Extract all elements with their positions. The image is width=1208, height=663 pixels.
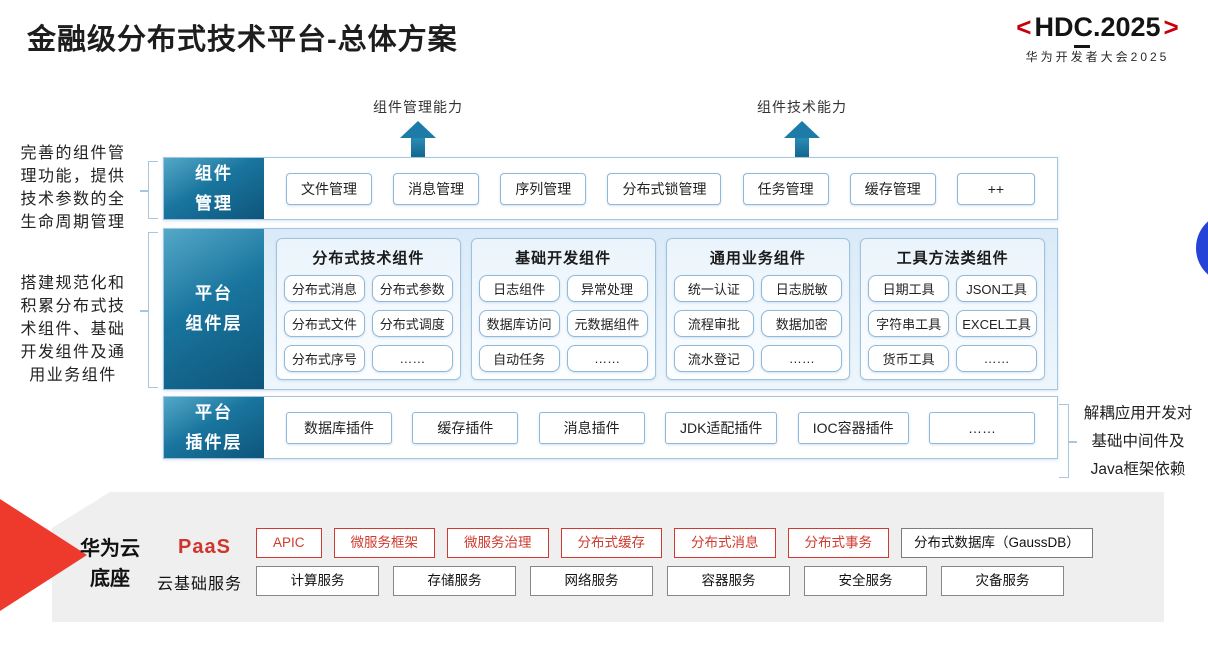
component-group: 工具方法类组件 日期工具 JSON工具 字符串工具 EXCEL工具 货币工具 (860, 238, 1045, 380)
component-mgmt-item: 任务管理 (742, 172, 829, 205)
gaussdb-item: 分布式数据库（GaussDB） (901, 528, 1093, 558)
bracket-left-bottom (140, 232, 158, 388)
component-group: 基础开发组件 日志组件 异常处理 数据库访问 元数据组件 自动任务 (470, 238, 656, 380)
component-group-item: 日志脱敏 (761, 275, 843, 302)
cloud-service-item: 容器服务 (667, 566, 790, 596)
logo-subtitle: 华为开发者大会2025 (1025, 50, 1170, 64)
paas-item: 微服务框架 (333, 528, 436, 558)
component-mgmt-item: 序列管理 (500, 172, 587, 205)
component-group-title: 通用业务组件 (709, 250, 806, 267)
component-group-grid: 统一认证 日志脱敏 流程审批 数据加密 流水登记 …… (673, 275, 843, 375)
component-group-item: 流程审批 (673, 310, 755, 337)
cloud-base-label: 华为云 底座 (80, 538, 140, 590)
paas-item: 分布式缓存 (560, 528, 663, 558)
platform-component-layer-label: 平台 组件层 (164, 229, 264, 389)
component-group-item: 分布式参数 (371, 275, 453, 302)
paas-label: PaaS (178, 536, 231, 558)
component-mgmt-items: 文件管理 消息管理 序列管理 分布式锁管理 任务管理 缓存管理 ++ (264, 158, 1057, 219)
logo-wordmark: HDC.2025 (1034, 12, 1161, 42)
cloud-service-item: 安全服务 (804, 566, 927, 596)
component-group-title: 基础开发组件 (515, 250, 612, 267)
component-group-item: JSON工具 (956, 275, 1037, 302)
platform-component-layer: 平台 组件层 分布式技术组件 分布式消息 分布式参数 分布式文件 分 (163, 228, 1058, 390)
cloud-service-item: 灾备服务 (941, 566, 1064, 596)
cloud-service-item: 存储服务 (393, 566, 516, 596)
up-arrow-icon (784, 121, 820, 138)
paas-item: 微服务治理 (447, 528, 549, 558)
logo-wordmark-row: < HDC.2025 > (990, 12, 1205, 48)
component-mgmt-layer: 组件 管理 文件管理 消息管理 序列管理 分布式锁管理 任务管理 缓存管理 ++ (163, 157, 1058, 220)
component-group: 通用业务组件 统一认证 日志脱敏 流程审批 数据加密 流水登记 (665, 238, 851, 380)
component-group-item: EXCEL工具 (956, 310, 1037, 337)
platform-plugin-item: 缓存插件 (412, 411, 519, 444)
component-group-grid: 分布式消息 分布式参数 分布式文件 分布式调度 分布式序号 …… (284, 275, 453, 375)
cloud-service-item: 计算服务 (256, 566, 379, 596)
component-mgmt-item: 文件管理 (286, 172, 372, 205)
component-group-title: 工具方法类组件 (896, 250, 1009, 267)
component-group-item: 统一认证 (673, 275, 755, 302)
capability-arrow-technology-label: 组件技术能力 (757, 99, 847, 115)
component-group-item: …… (956, 345, 1037, 372)
component-group-item: 分布式序号 (284, 345, 365, 372)
component-mgmt-item: ++ (956, 172, 1035, 205)
component-mgmt-item: 缓存管理 (849, 172, 936, 205)
component-group-item: 字符串工具 (868, 310, 950, 337)
platform-plugin-items: 数据库插件 缓存插件 消息插件 JDK适配插件 IOC容器插件 …… (264, 397, 1057, 458)
component-group-grid: 日期工具 JSON工具 字符串工具 EXCEL工具 货币工具 …… (868, 275, 1037, 375)
up-arrow-stem (795, 138, 809, 161)
component-group-grid: 日志组件 异常处理 数据库访问 元数据组件 自动任务 …… (478, 275, 648, 375)
platform-plugin-layer-label: 平台 插件层 (164, 397, 264, 458)
platform-plugin-item: 消息插件 (538, 411, 645, 444)
cloud-service-items: 计算服务 存储服务 网络服务 容器服务 安全服务 灾备服务 (256, 566, 1064, 596)
note-right: 解耦应用开发对 基础中间件及 Java框架依赖 (1083, 405, 1193, 478)
component-group: 分布式技术组件 分布式消息 分布式参数 分布式文件 分布式调度 分布式序号 (276, 238, 461, 380)
component-group-item: 异常处理 (566, 275, 648, 302)
decor-blue-circle (1196, 214, 1208, 282)
component-mgmt-layer-label: 组件 管理 (164, 158, 264, 219)
bracket-right (1059, 404, 1077, 478)
note-left-top: 完善的组件管 理功能，提供 技术参数的全 生命周期管理 (20, 145, 126, 231)
platform-plugin-item: 数据库插件 (286, 411, 392, 444)
hdc-2025-logo: < HDC.2025 > 华为开发者大会2025 (990, 12, 1205, 65)
component-group-title: 分布式技术组件 (312, 250, 425, 267)
component-group-item: 自动任务 (478, 345, 560, 372)
logo-c-underline (1074, 45, 1090, 48)
up-arrow-stem (411, 138, 425, 161)
component-groups: 分布式技术组件 分布式消息 分布式参数 分布式文件 分布式调度 分布式序号 (264, 229, 1057, 389)
component-group-item: 分布式文件 (284, 310, 365, 337)
capability-arrow-management-label: 组件管理能力 (373, 99, 463, 115)
component-group-item: 分布式调度 (371, 310, 453, 337)
component-group-item: 日期工具 (868, 275, 950, 302)
platform-plugin-item: …… (928, 411, 1035, 444)
cloud-services-label: 云基础服务 (157, 576, 243, 593)
page-title: 金融级分布式技术平台-总体方案 (27, 24, 458, 56)
paas-item: 分布式消息 (674, 528, 776, 558)
component-group-item: 数据库访问 (478, 310, 560, 337)
paas-items: 分布式数据库（GaussDB） APIC 微服务框架 微服务治理 分布式缓存 分… (256, 528, 1093, 558)
capability-arrow-technology: 组件技术能力 (742, 97, 862, 161)
platform-plugin-item: IOC容器插件 (797, 411, 909, 444)
paas-item: APIC (256, 528, 322, 558)
note-left-bottom: 搭建规范化和 积累分布式技 术组件、基础 开发组件及通 用业务组件 (20, 275, 126, 384)
component-group-item: 货币工具 (868, 345, 950, 372)
platform-plugin-item: JDK适配插件 (664, 411, 778, 444)
component-mgmt-item: 消息管理 (393, 172, 480, 205)
component-group-item: 元数据组件 (566, 310, 648, 337)
component-group-item: …… (761, 345, 843, 372)
component-group-item: 日志组件 (478, 275, 560, 302)
platform-plugin-layer: 平台 插件层 数据库插件 缓存插件 消息插件 JDK适配插件 IOC容器插件 …… (163, 396, 1058, 459)
component-group-item: 数据加密 (761, 310, 843, 337)
logo-left-bracket-icon: < (1016, 12, 1032, 42)
component-group-item: 分布式消息 (284, 275, 365, 302)
component-mgmt-item: 分布式锁管理 (607, 172, 722, 205)
logo-right-bracket-icon: > (1163, 12, 1179, 42)
component-group-item: …… (566, 345, 648, 372)
component-group-item: 流水登记 (673, 345, 755, 372)
paas-item: 分布式事务 (787, 528, 890, 558)
component-group-item: …… (371, 345, 453, 372)
cloud-service-item: 网络服务 (530, 566, 653, 596)
bracket-left-top (140, 161, 158, 219)
up-arrow-icon (400, 121, 436, 138)
capability-arrow-management: 组件管理能力 (358, 97, 478, 161)
